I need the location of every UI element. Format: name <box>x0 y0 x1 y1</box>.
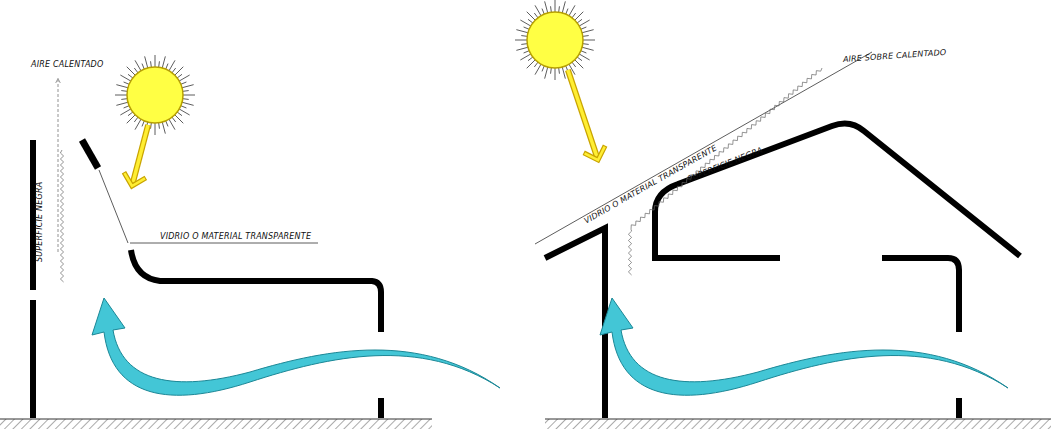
sun-ray <box>145 56 148 69</box>
left-building <box>33 140 381 418</box>
leader-line <box>130 243 318 244</box>
sun-ray-arrow <box>585 147 605 160</box>
sun-ray <box>155 55 156 68</box>
sun-ray-arrow <box>568 70 598 160</box>
sun-ray <box>562 1 565 14</box>
sun-ray <box>162 56 165 69</box>
sun-ray <box>181 102 194 105</box>
sun-ray <box>545 66 548 79</box>
sun-disc <box>527 12 583 68</box>
sun-ray <box>555 0 556 13</box>
sun-ray <box>581 30 594 33</box>
surface-label: SUPERFICIE NEGRA <box>687 146 765 184</box>
sun <box>515 0 605 160</box>
sun-ray-arrow <box>584 146 605 160</box>
sun-ray-arrow <box>124 173 145 186</box>
sun-ray <box>162 121 165 134</box>
sun-ray <box>515 40 528 41</box>
ground <box>0 419 1051 429</box>
sun-ray <box>169 118 176 129</box>
surface-label: SUPERFICIE NEGRA <box>36 182 44 262</box>
glass-label: VIDRIO O MATERIAL TRANSPARENTE <box>583 144 718 225</box>
sun-ray <box>135 60 142 71</box>
airflow-arrow <box>92 298 500 395</box>
sun-ray <box>516 47 529 50</box>
sun-ray <box>178 75 189 82</box>
air-label: AIRE SOBRE CALENTADO <box>843 49 947 64</box>
sun-ray <box>115 95 128 96</box>
right-building <box>545 123 1020 418</box>
sun-ray <box>120 109 131 116</box>
sun-ray <box>581 47 594 50</box>
sun-ray <box>155 122 156 135</box>
sun-ray <box>516 30 529 33</box>
airflow-arrow <box>600 298 1008 395</box>
glass <box>99 170 128 243</box>
sun-ray <box>545 1 548 14</box>
glass-label: VIDRIO O MATERIAL TRANSPARENTE <box>160 233 311 241</box>
sun-ray <box>582 40 595 41</box>
sun-ray-arrow <box>132 125 148 186</box>
sun-ray <box>535 5 542 16</box>
sun-ray <box>116 85 129 88</box>
sun <box>115 55 195 186</box>
sun-ray <box>578 20 589 27</box>
sun-ray-arrow <box>124 172 146 186</box>
sun-ray <box>555 67 556 80</box>
sun-ray <box>181 85 194 88</box>
air-arrow <box>58 80 59 252</box>
sun-ray <box>520 54 531 61</box>
sun-ray-arrow <box>568 70 598 160</box>
sun-ray <box>182 95 195 96</box>
sun-ray <box>116 102 129 105</box>
sun-ray <box>562 66 565 79</box>
sun-disc <box>127 67 183 123</box>
heated-air <box>60 68 822 282</box>
heated-air <box>628 68 822 275</box>
heated-air <box>60 150 63 282</box>
air-label: AIRE CALENTADO <box>31 61 103 69</box>
glass <box>535 52 872 244</box>
sun-ray-arrow <box>132 125 148 186</box>
